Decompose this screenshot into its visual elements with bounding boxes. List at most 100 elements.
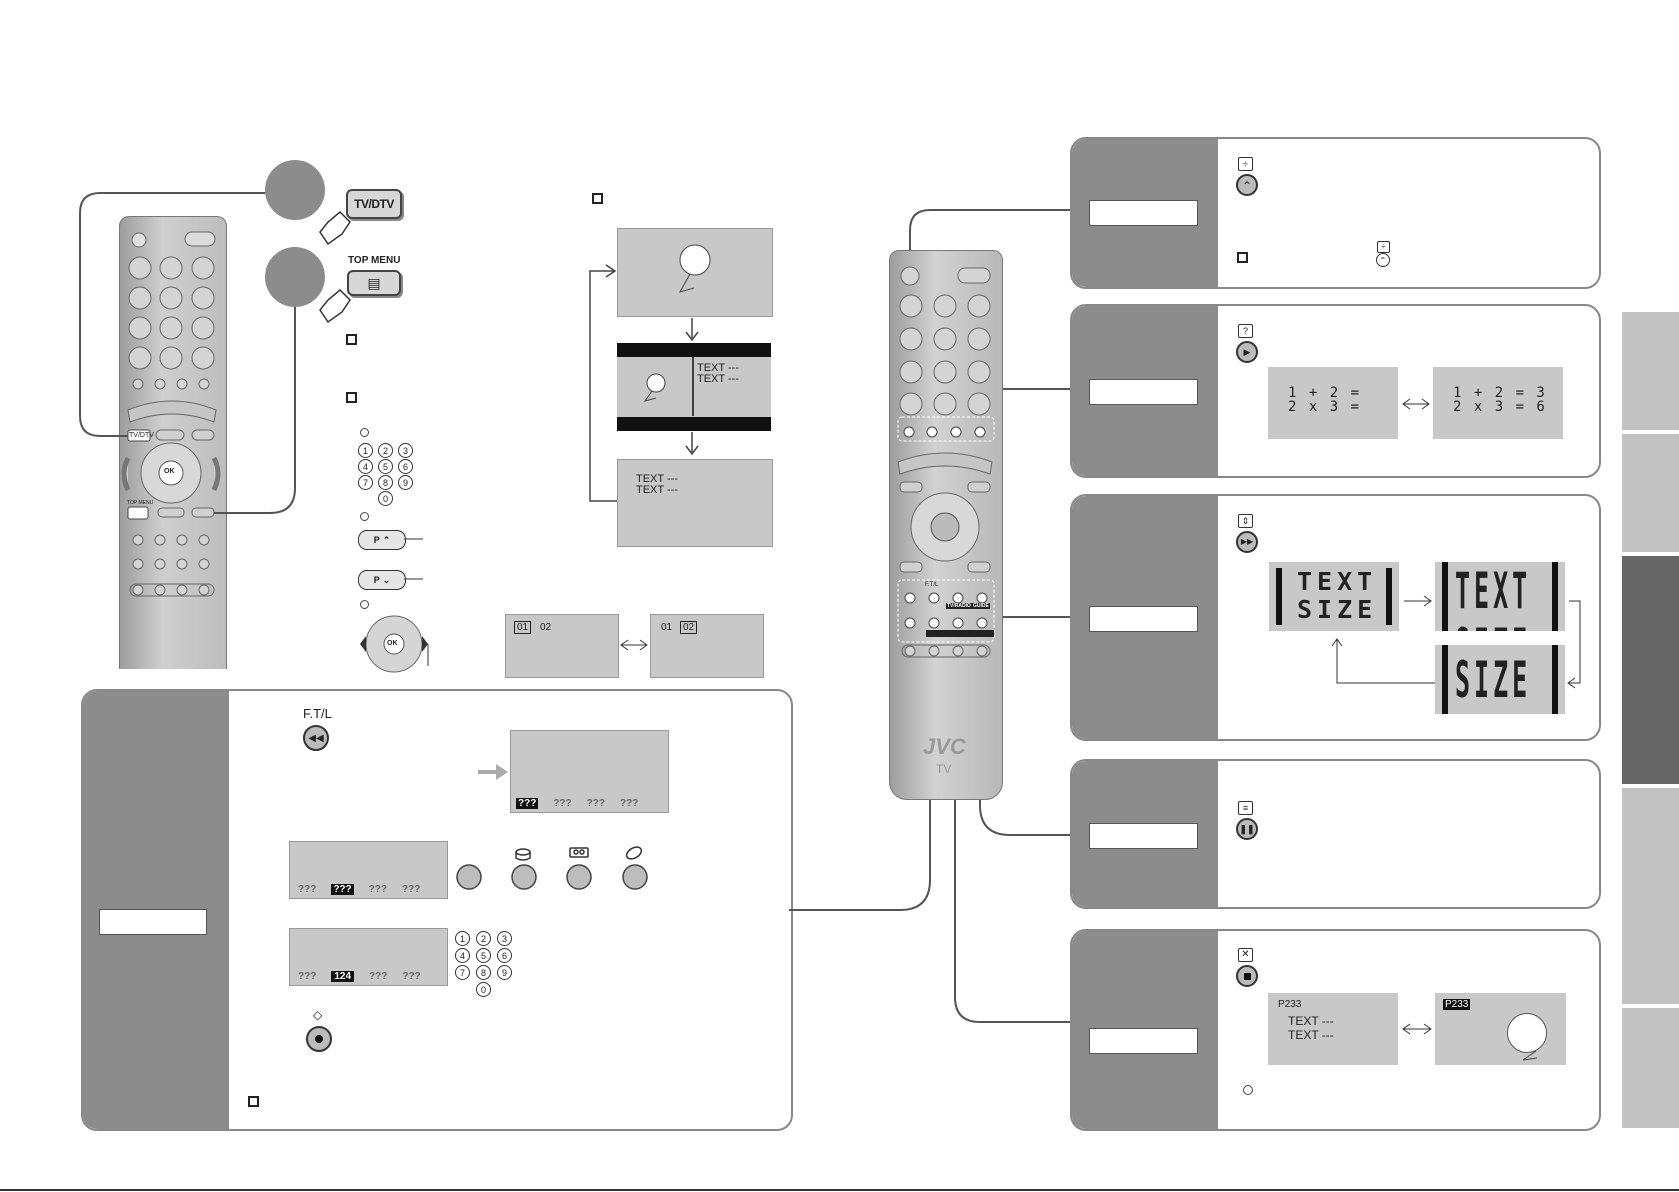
- p-up-label: P: [373, 535, 380, 545]
- page-select-right-other: 01: [661, 622, 673, 633]
- ftl-bar2-item-1: ???: [298, 884, 317, 895]
- ftl-label: F.T/L: [303, 706, 332, 721]
- lower-num-key-3[interactable]: 3: [497, 931, 512, 946]
- diamond-icon: ◇: [313, 1008, 323, 1022]
- rewind-icon: ◀◀: [308, 732, 324, 744]
- num-key-0[interactable]: 0: [378, 491, 393, 506]
- right-panel-3-label-box: [1089, 606, 1198, 632]
- play-button[interactable]: ▶: [1236, 341, 1258, 363]
- text-size-screen-normal: TEXT SIZE: [1269, 562, 1399, 631]
- question-icon: ?: [1238, 324, 1253, 338]
- ftl-bar1-item-2: ???: [553, 798, 572, 809]
- num-key-8[interactable]: 8: [378, 475, 393, 490]
- hold-screen-left: P233 TEXT --- TEXT ---: [1268, 993, 1398, 1065]
- tvdtv-button[interactable]: TV/DTV: [346, 189, 402, 219]
- jvc-logo: JVC: [923, 734, 966, 759]
- num-key-4[interactable]: 4: [358, 459, 373, 474]
- bottom-rule: [0, 1189, 1679, 1191]
- text-size-top-word2: SIZE: [1455, 619, 1531, 631]
- flow-screen-split: [617, 343, 771, 431]
- hold-left-line-2: TEXT ---: [1288, 1028, 1334, 1042]
- fast-forward-button[interactable]: ▶▶: [1236, 531, 1258, 553]
- ftl-screen-1: ??? ??? ??? ???: [510, 730, 669, 813]
- text-size-bottom-bar-left: [1442, 645, 1448, 714]
- num-key-5[interactable]: 5: [378, 459, 393, 474]
- right-panel-2-label-box: [1089, 379, 1198, 405]
- num-key-9[interactable]: 9: [398, 475, 413, 490]
- lower-num-key-8[interactable]: 8: [476, 965, 491, 980]
- lower-num-key-1[interactable]: 1: [455, 931, 470, 946]
- text-size-normal-word2: SIZE: [1297, 595, 1378, 624]
- top-menu-button[interactable]: ▤: [347, 270, 401, 296]
- ftl-screen-2: ??? ??? ??? ???: [289, 841, 448, 899]
- side-tab-4[interactable]: [1622, 788, 1679, 1004]
- num-key-6[interactable]: 6: [398, 459, 413, 474]
- num-key-2[interactable]: 2: [378, 443, 393, 458]
- number-pad-lower: 1 2 3 4 5 6 7 8 9 0: [455, 931, 513, 997]
- lower-num-key-5[interactable]: 5: [476, 948, 491, 963]
- math-left-line-2: 2 x 3 =: [1288, 399, 1362, 415]
- lower-num-key-6[interactable]: 6: [497, 948, 512, 963]
- lower-num-key-0[interactable]: 0: [476, 982, 491, 997]
- stop-button[interactable]: [1236, 965, 1258, 987]
- side-tab-1[interactable]: [1622, 312, 1679, 430]
- remote-left-tvdtv-label: TV/DTV: [129, 432, 154, 439]
- stop-square-icon: [1243, 972, 1251, 980]
- num-key-3[interactable]: 3: [398, 443, 413, 458]
- flow-split-line-1: TEXT ---: [697, 362, 739, 374]
- pause-button[interactable]: ❚❚: [1236, 818, 1258, 840]
- ftl-bar3-item-3: ???: [369, 971, 388, 982]
- number-pad-upper: 1 2 3 4 5 6 7 8 9 0: [358, 443, 418, 506]
- p-up-round-button[interactable]: ⌃: [1236, 174, 1258, 196]
- ftl-bar1-item-1: ???: [516, 798, 539, 809]
- remote-right-ftl-label: F.T/L: [925, 582, 939, 588]
- hold-icon: ≡: [1238, 801, 1253, 815]
- right-panel-5-label-box: [1089, 1028, 1198, 1054]
- bullet-circle-3: [360, 600, 369, 609]
- record-button[interactable]: [306, 1026, 332, 1052]
- record-dot-icon: [315, 1035, 323, 1043]
- menu-icon: ▤: [367, 274, 381, 291]
- p-up-button[interactable]: P⌃: [358, 530, 406, 550]
- side-tab-3-active[interactable]: [1622, 556, 1679, 784]
- size-icon: ⇕: [1238, 514, 1253, 528]
- lower-num-key-2[interactable]: 2: [476, 931, 491, 946]
- ftl-bar2-item-2: ???: [331, 884, 354, 895]
- chevron-down-icon: ⌄: [382, 574, 391, 585]
- page-select-left-other: 02: [540, 622, 552, 633]
- remote-right-tv-label: TV: [936, 762, 952, 776]
- text-size-top-bar-right: [1552, 562, 1558, 631]
- num-key-1[interactable]: 1: [358, 443, 373, 458]
- page-select-right-selected: 02: [680, 621, 698, 634]
- text-size-bottom-bar-right: [1552, 645, 1558, 714]
- cancel-icon: ✕: [1238, 948, 1253, 962]
- p-down-label: P: [373, 575, 380, 585]
- lower-num-key-4[interactable]: 4: [455, 948, 470, 963]
- right-panel-1-label-box: [1089, 200, 1198, 226]
- bullet-square-2: [346, 392, 357, 403]
- remote-left-top-menu-label: TOP MENU: [127, 500, 154, 506]
- side-tab-2[interactable]: [1622, 434, 1679, 552]
- ftl-bar3-item-1: ???: [298, 971, 317, 982]
- dpad-ok-label: OK: [387, 640, 398, 647]
- lower-num-key-9[interactable]: 9: [497, 965, 512, 980]
- side-tab-5[interactable]: [1622, 1008, 1679, 1128]
- hold-left-page: P233: [1278, 999, 1302, 1010]
- ftl-button[interactable]: ◀◀: [303, 725, 329, 751]
- num-key-7[interactable]: 7: [358, 475, 373, 490]
- ftl-bar2-item-3: ???: [368, 884, 387, 895]
- p-down-button[interactable]: P⌄: [358, 570, 406, 590]
- text-size-top-bar-left: [1442, 562, 1448, 631]
- ftl-screen-3: ??? 124 ??? ???: [289, 928, 448, 986]
- bullet-square-1: [346, 334, 357, 345]
- tvdtv-button-label: TV/DTV: [354, 197, 394, 211]
- lower-num-key-7[interactable]: 7: [455, 965, 470, 980]
- text-size-bottom-word1: TEXT: [1455, 645, 1531, 651]
- page-select-screen-right: 01 02: [650, 614, 764, 678]
